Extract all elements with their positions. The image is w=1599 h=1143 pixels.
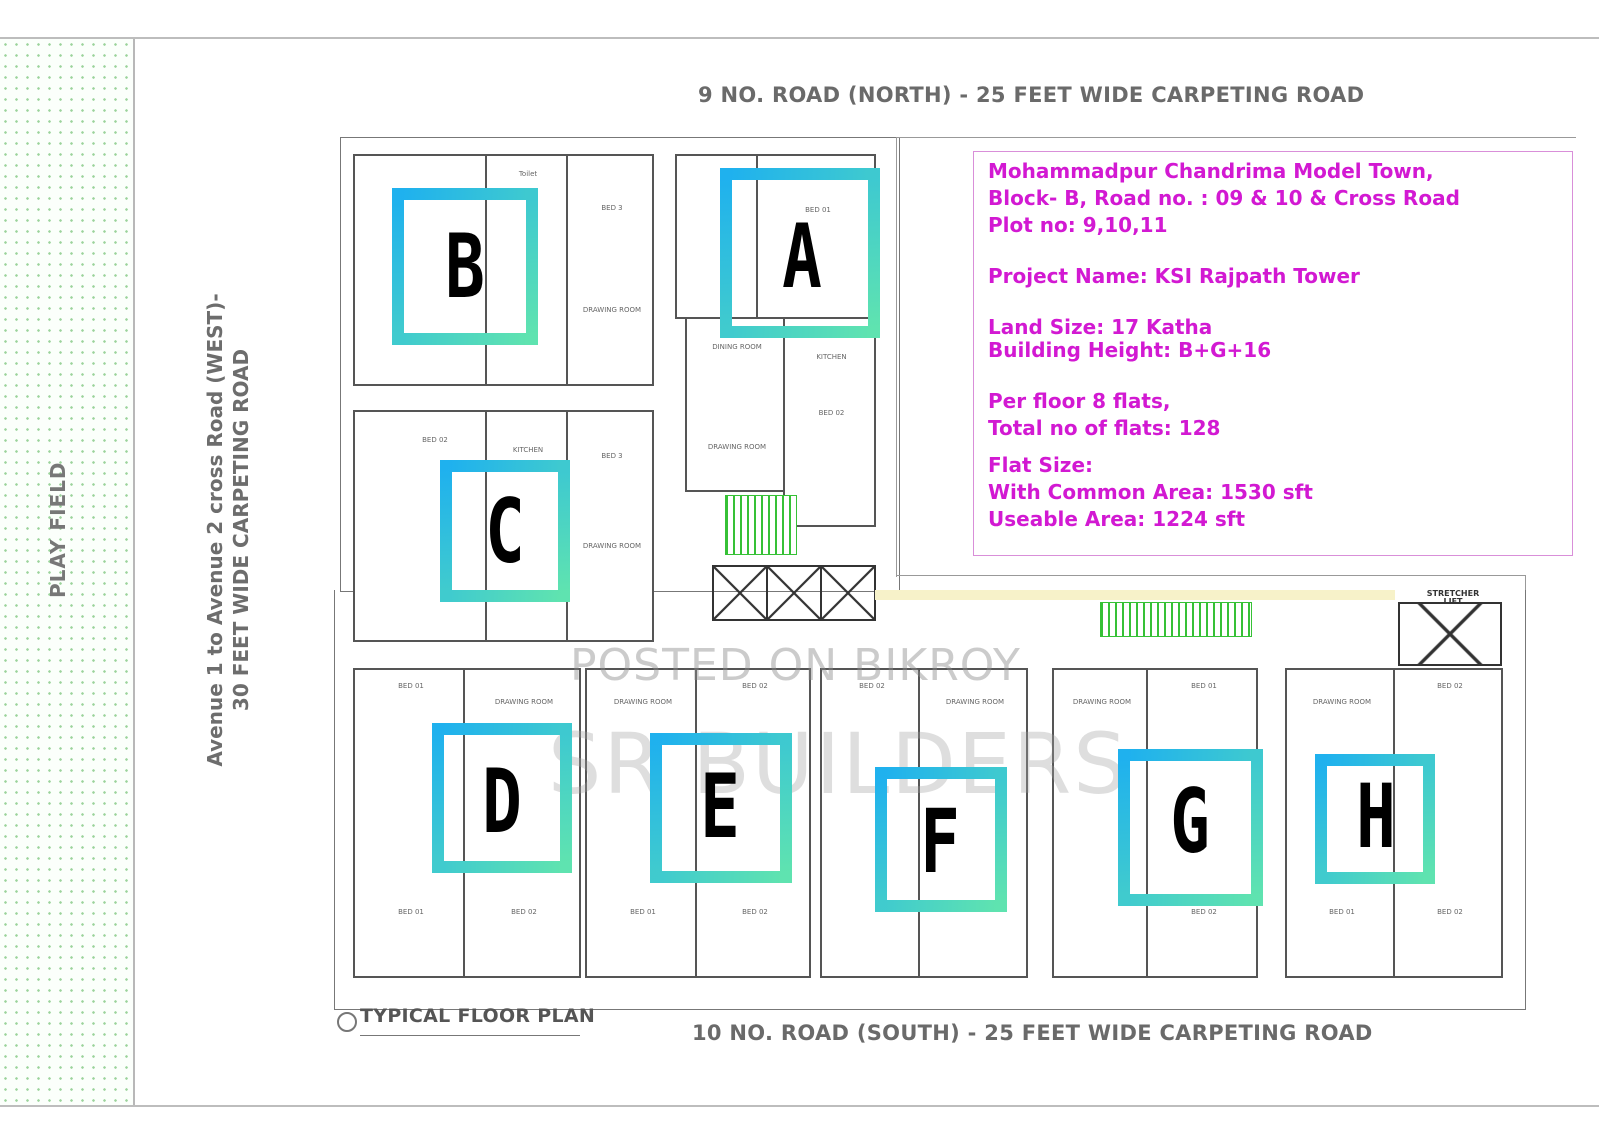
title-underline xyxy=(360,1035,580,1036)
info-plot: Plot no: 9,10,11 xyxy=(988,213,1168,237)
unit-a-label: A xyxy=(782,205,822,308)
info-building-height: Building Height: B+G+16 xyxy=(988,338,1272,362)
room-label: DRAWING ROOM xyxy=(945,698,1005,706)
room-label: BED 02 xyxy=(859,682,885,690)
room-label: KITCHEN xyxy=(816,353,847,361)
room-label: BED 02 xyxy=(422,436,448,444)
room-label: BED 01 xyxy=(630,908,656,916)
north-road-label: 9 NO. ROAD (NORTH) - 25 FEET WIDE CARPET… xyxy=(698,83,1365,107)
lift-shaft-3 xyxy=(820,565,876,621)
room-label: DRAWING ROOM xyxy=(494,698,554,706)
info-land-size: Land Size: 17 Katha xyxy=(988,315,1213,339)
room-label: BED 02 xyxy=(1437,908,1463,916)
room-label: BED 02 xyxy=(818,409,845,417)
room-label: BED 01 xyxy=(398,908,424,916)
east-inner-boundary xyxy=(896,137,897,577)
mid-boundary-line xyxy=(896,575,1526,576)
north-arrow-icon xyxy=(337,1012,357,1032)
west-road-label: Avenue 1 to Avenue 2 cross Road (WEST)- … xyxy=(202,270,254,790)
south-road-label: 10 NO. ROAD (SOUTH) - 25 FEET WIDE CARPE… xyxy=(692,1021,1373,1045)
info-total-flats: Total no of flats: 128 xyxy=(988,416,1221,440)
room-label: BED 02 xyxy=(742,908,768,916)
unit-d-frame xyxy=(432,723,572,873)
lift-shaft-1 xyxy=(712,565,768,621)
unit-h-frame xyxy=(1315,754,1435,884)
unit-e-frame xyxy=(650,733,792,883)
unit-b-frame xyxy=(392,188,538,345)
corridor-stair xyxy=(1100,602,1252,637)
page-frame xyxy=(0,37,1599,1107)
room-label: BED 02 xyxy=(1191,908,1217,916)
play-field-label: PLAY FIELD xyxy=(46,461,70,598)
stretcher-lift xyxy=(1398,602,1502,666)
room-label: DRAWING ROOM xyxy=(613,698,673,706)
south-block-outline xyxy=(334,590,1526,1010)
info-flat-size: Flat Size: xyxy=(988,453,1093,477)
room-label: BED 01 xyxy=(1329,908,1355,916)
flat-a-kitchen-bed: KITCHEN BED 02 xyxy=(783,317,876,527)
flat-a-drawing: DINING ROOM DRAWING ROOM xyxy=(685,317,785,492)
info-project-name: Project Name: KSI Rajpath Tower xyxy=(988,264,1360,288)
unit-c-label: C xyxy=(485,480,525,583)
flat-f-room-west: BED 02 xyxy=(820,668,920,978)
unit-h-label: H xyxy=(1356,765,1396,868)
room-label: DRAWING ROOM xyxy=(707,443,767,451)
room-label: BED 3 xyxy=(601,452,623,460)
room-label: DRAWING ROOM xyxy=(582,306,642,314)
room-label: BED 02 xyxy=(742,682,768,690)
unit-f-label: F xyxy=(920,790,960,893)
unit-d-label: D xyxy=(482,750,522,853)
room-label: DRAWING ROOM xyxy=(582,542,642,550)
flat-c-room-east: BED 3 DRAWING ROOM xyxy=(566,410,654,642)
flat-b-room-east: BED 3 DRAWING ROOM xyxy=(566,154,654,386)
room-label: BED 3 xyxy=(601,204,623,212)
watermark-posted: POSTED ON BIKROY xyxy=(570,640,1021,691)
room-label: DINING ROOM xyxy=(712,343,762,351)
info-per-floor: Per floor 8 flats, xyxy=(988,389,1171,413)
info-location-line2: Block- B, Road no. : 09 & 10 & Cross Roa… xyxy=(988,186,1460,210)
unit-e-label: E xyxy=(700,755,740,858)
stretcher-lift-label: STRETCHER LIFT xyxy=(1426,589,1480,606)
room-label: BED 02 xyxy=(511,908,537,916)
room-label: KITCHEN xyxy=(512,446,544,454)
info-location-line1: Mohammadpur Chandrima Model Town, xyxy=(988,159,1434,183)
room-label: Toilet xyxy=(518,170,538,178)
play-field-area xyxy=(0,39,135,1105)
project-info-box: Mohammadpur Chandrima Model Town, Block-… xyxy=(973,151,1573,556)
room-label: BED 02 xyxy=(1437,682,1463,690)
stair-core xyxy=(725,495,797,555)
corridor xyxy=(875,590,1395,600)
room-label: BED 01 xyxy=(1191,682,1217,690)
typical-floor-plan-label: TYPICAL FLOOR PLAN xyxy=(360,1005,596,1027)
unit-g-label: G xyxy=(1170,770,1210,873)
room-label: DRAWING ROOM xyxy=(1312,698,1372,706)
west-road-line2: 30 FEET WIDE CARPETING ROAD xyxy=(229,348,253,712)
watermark-builder: SR BUILDERS xyxy=(548,715,1129,813)
info-common-area: With Common Area: 1530 sft xyxy=(988,480,1313,504)
unit-c-frame xyxy=(440,460,570,602)
room-label: DRAWING ROOM xyxy=(1072,698,1132,706)
info-useable-area: Useable Area: 1224 sft xyxy=(988,507,1246,531)
unit-g-frame xyxy=(1118,749,1263,906)
unit-f-frame xyxy=(875,767,1007,912)
unit-b-label: B xyxy=(445,215,485,318)
room-label: BED 01 xyxy=(398,682,424,690)
unit-a-frame xyxy=(720,168,880,338)
lift-shaft-2 xyxy=(766,565,822,621)
west-road-line1: Avenue 1 to Avenue 2 cross Road (WEST)- xyxy=(203,293,227,767)
north-boundary-line xyxy=(896,137,1576,138)
